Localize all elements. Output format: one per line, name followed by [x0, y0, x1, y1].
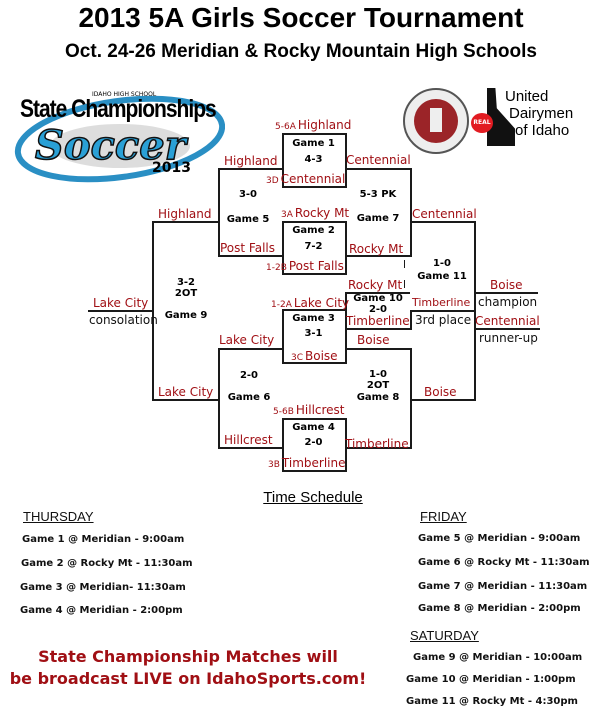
broadcast-promo-line2: be broadcast LIVE on IdahoSports.com!: [9, 669, 367, 688]
friday-heading: FRIDAY: [420, 509, 467, 524]
third-place-label: 3rd place: [415, 313, 472, 327]
g8-label: Game 8: [356, 392, 400, 403]
g8-bottom-team: Timberline: [345, 437, 409, 451]
thursday-heading: THURSDAY: [23, 509, 94, 524]
g6-top-team: Lake City: [219, 333, 275, 347]
united-dairymen-logo: REAL United Dairymen of Idaho: [471, 88, 585, 148]
consolation-label: consolation: [89, 313, 158, 327]
saturday-heading: SATURDAY: [410, 628, 479, 643]
schedule-item: Game 2 @ Rocky Mt - 11:30am: [21, 558, 193, 569]
consolation-winner: Lake City: [93, 296, 149, 310]
schedule-item: Game 7 @ Meridian - 11:30am: [418, 581, 588, 592]
g11-top-team: Centennial: [412, 207, 477, 221]
schedule-title: Time Schedule: [263, 489, 363, 506]
g10-score: 2-0: [368, 304, 388, 315]
g2-score: 7-2: [304, 241, 323, 252]
g7-label: Game 7: [356, 213, 400, 224]
g9-bottom-team: Lake City: [158, 385, 214, 399]
champion-label: champion: [478, 295, 538, 309]
schedule-item: Game 10 @ Meridian - 1:00pm: [406, 674, 576, 685]
third-place-winner: Timberline: [412, 296, 471, 309]
g3-label: Game 3: [292, 313, 335, 324]
schedule-item: Game 1 @ Meridian - 9:00am: [22, 534, 185, 545]
g10-top-team: Rocky Mt: [348, 278, 403, 292]
page-subtitle: Oct. 24-26 Meridian & Rocky Mountain Hig…: [65, 41, 537, 62]
g1-label: Game 1: [292, 138, 335, 149]
g11-bottom-team: Boise: [424, 385, 457, 399]
g9-top-team: Highland: [158, 207, 212, 221]
g2-label: Game 2: [292, 225, 335, 236]
g5-score: 3-0: [238, 189, 258, 200]
g8-score: 1-0: [368, 369, 388, 380]
g1-score: 4-3: [304, 154, 323, 165]
runner-up-label: runner-up: [479, 331, 538, 345]
g8-top-team: Boise: [357, 333, 390, 347]
g3-score: 3-1: [304, 328, 323, 339]
g10-label: Game 10: [353, 293, 403, 304]
g5-label: Game 5: [226, 214, 270, 225]
champion-team: Boise: [490, 278, 523, 292]
page-title: 2013 5A Girls Soccer Tournament: [78, 2, 524, 33]
g4-label: Game 4: [292, 422, 335, 433]
g9-overtime: 2OT: [174, 288, 198, 299]
broadcast-promo-line1: State Championship Matches will: [38, 647, 338, 666]
g11-label: Game 11: [417, 271, 467, 282]
g9-label: Game 9: [164, 310, 208, 321]
g4-score: 2-0: [304, 437, 323, 448]
g6-label: Game 6: [227, 392, 271, 403]
g10-bottom-team: Timberline: [346, 314, 410, 328]
state-championships-logo: IDAHO HIGH SCHOOL State Championships So…: [10, 84, 225, 184]
schedule-item: Game 3 @ Meridian- 11:30am: [20, 582, 186, 593]
runner-up-team: Centennial: [475, 314, 540, 328]
g7-top-team: Centennial: [346, 153, 411, 167]
schedule-item: Game 9 @ Meridian - 10:00am: [413, 652, 583, 663]
schedule-item: Game 4 @ Meridian - 2:00pm: [20, 605, 183, 616]
g7-score: 5-3 PK: [359, 189, 397, 200]
g5-bottom-team: Post Falls: [220, 241, 275, 255]
g6-bottom-team: Hillcrest: [224, 433, 273, 447]
g9-score: 3-2: [176, 277, 196, 288]
ihsaa-seal-logo: [403, 88, 469, 154]
g7-bottom-team: Rocky Mt: [349, 242, 404, 256]
schedule-item: Game 6 @ Rocky Mt - 11:30am: [418, 557, 590, 568]
schedule-item: Game 8 @ Meridian - 2:00pm: [418, 603, 581, 614]
schedule-item: Game 5 @ Meridian - 9:00am: [418, 533, 581, 544]
g8-overtime: 2OT: [366, 380, 390, 391]
g11-score: 1-0: [432, 258, 452, 269]
g5-top-team: Highland: [224, 154, 278, 168]
g6-score: 2-0: [239, 370, 259, 381]
schedule-item: Game 11 @ Rocky Mt - 4:30pm: [406, 696, 578, 707]
